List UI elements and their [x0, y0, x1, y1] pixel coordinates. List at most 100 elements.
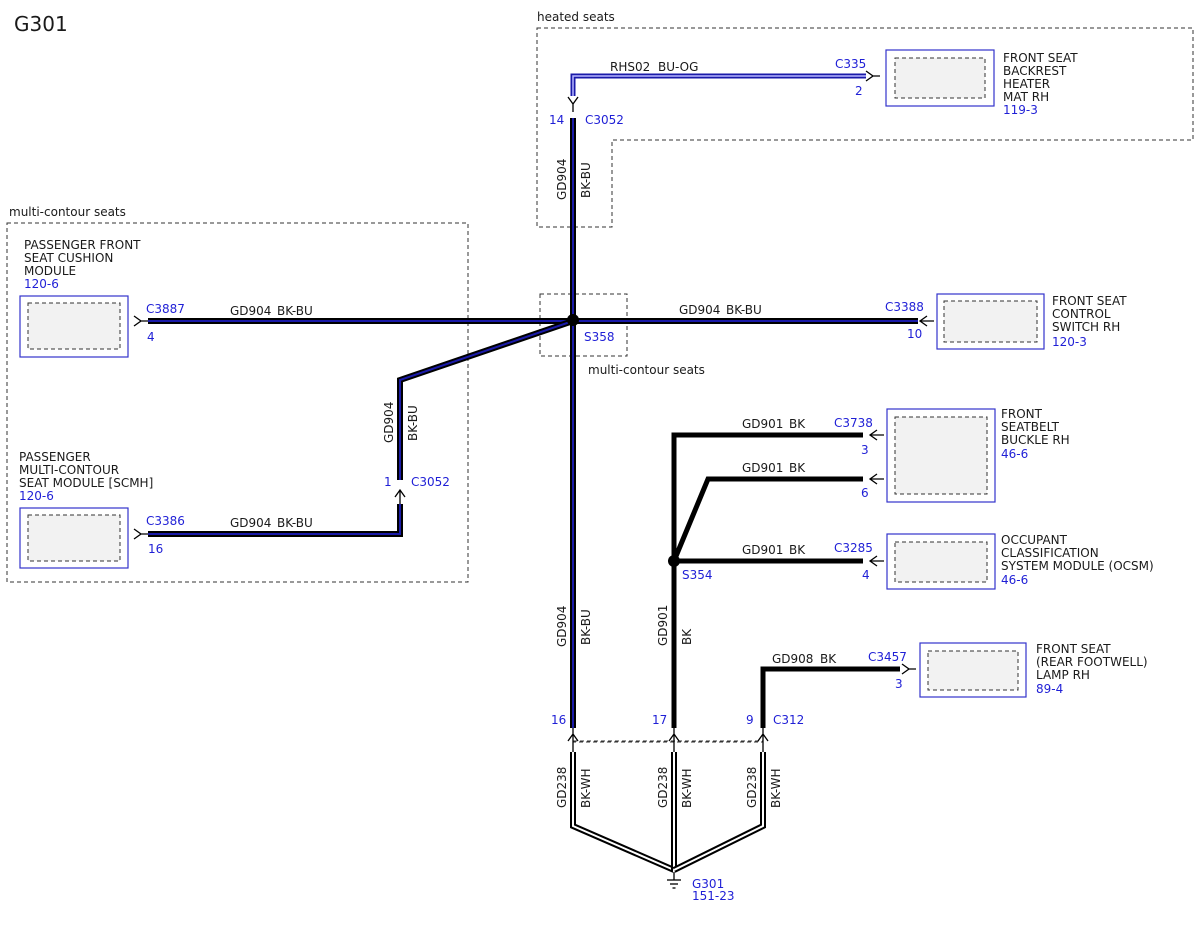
pin-arrow-icon [901, 663, 916, 675]
pin-arrow-icon [868, 473, 884, 485]
wire-label-rhs02: RHS02 BU-OG [610, 60, 698, 74]
svg-text:BK-WH: BK-WH [680, 768, 694, 808]
connector-c3285: C3285 [834, 541, 873, 555]
svg-text:GD908: GD908 [772, 652, 813, 666]
wire-label-gd238-right: GD238 BK-WH [745, 767, 783, 808]
svg-text:GD901: GD901 [742, 543, 783, 557]
pin-c3285: 4 [862, 568, 870, 582]
pin-arrow-icon [567, 728, 579, 752]
connector-c3052-left: C3052 [411, 475, 450, 489]
svg-text:SYSTEM MODULE (OCSM): SYSTEM MODULE (OCSM) [1001, 559, 1154, 573]
ground-icon [667, 872, 681, 889]
pin-arrow-icon [868, 555, 884, 567]
svg-text:BK: BK [789, 543, 806, 557]
svg-text:BUCKLE RH: BUCKLE RH [1001, 433, 1070, 447]
svg-text:MAT RH: MAT RH [1003, 90, 1049, 104]
cushion-module-box[interactable] [19, 295, 129, 358]
ground-g301-ref: 151-23 [692, 889, 735, 903]
svg-text:FRONT SEAT: FRONT SEAT [1003, 51, 1078, 65]
seatbelt-buckle-label: FRONT SEATBELT BUCKLE RH 46-6 [1001, 407, 1070, 461]
svg-text:BK: BK [680, 628, 694, 645]
pin-c3388: 10 [907, 327, 922, 341]
wire-label-gd901-vertical: GD901 BK [656, 605, 694, 646]
pin-c335: 2 [855, 84, 863, 98]
svg-text:BU-OG: BU-OG [658, 60, 698, 74]
connector-c3386: C3386 [146, 514, 185, 528]
svg-text:BK-BU: BK-BU [579, 162, 593, 198]
pin-arrow-icon [865, 70, 880, 82]
ocsm-label: OCCUPANT CLASSIFICATION SYSTEM MODULE (O… [1001, 533, 1154, 587]
splice-frame [539, 293, 628, 357]
control-switch-box[interactable] [936, 293, 1045, 350]
footwell-lamp-ref: 89-4 [1036, 682, 1063, 696]
svg-text:LAMP RH: LAMP RH [1036, 668, 1090, 682]
backrest-heater-label: FRONT SEAT BACKREST HEATER MAT RH 119-3 [1003, 51, 1078, 117]
control-switch-label: FRONT SEAT CONTROL SWITCH RH 120-3 [1052, 294, 1127, 349]
svg-text:BK-WH: BK-WH [579, 768, 593, 808]
wire-label-gd901-buckle-6: GD901 BK [742, 461, 806, 475]
svg-text:SEAT CUSHION: SEAT CUSHION [24, 251, 113, 265]
svg-text:BK-BU: BK-BU [277, 304, 313, 318]
backrest-heater-box[interactable] [885, 49, 995, 107]
heated-seats-label: heated seats [537, 10, 615, 24]
wire-label-gd238-left: GD238 BK-WH [555, 767, 593, 808]
ground-g301-label: G301 [692, 877, 724, 891]
svg-text:FRONT SEAT: FRONT SEAT [1052, 294, 1127, 308]
svg-text:SWITCH RH: SWITCH RH [1052, 320, 1120, 334]
svg-text:SEAT MODULE [SCMH]: SEAT MODULE [SCMH] [19, 476, 153, 490]
multi-contour-frame [6, 222, 469, 583]
wire-label-gd904-scmh: GD904 BK-BU [230, 516, 313, 530]
pin-arrow-icon [567, 96, 579, 112]
pin-arrow-icon [918, 315, 934, 327]
cushion-module-label: PASSENGER FRONT SEAT CUSHION MODULE 120-… [24, 238, 141, 291]
connector-c3887: C3887 [146, 302, 185, 316]
scmh-box[interactable] [19, 507, 129, 569]
svg-text:BACKREST: BACKREST [1003, 64, 1067, 78]
splice-s354-label: S354 [682, 568, 713, 582]
svg-text:FRONT SEAT: FRONT SEAT [1036, 642, 1111, 656]
seatbelt-buckle-box[interactable] [886, 408, 996, 503]
svg-text:RHS02: RHS02 [610, 60, 650, 74]
svg-text:BK-BU: BK-BU [277, 516, 313, 530]
wire-label-gd901-ocsm: GD901 BK [742, 543, 806, 557]
wire-label-gd904-switch: GD904 BK-BU [679, 303, 762, 317]
pin-arrow-icon [133, 528, 148, 540]
splice-s358-label: S358 [584, 330, 615, 344]
wire-label-gd238-center: GD238 BK-WH [656, 767, 694, 808]
scmh-label: PASSENGER MULTI-CONTOUR SEAT MODULE [SCM… [19, 450, 153, 503]
svg-text:GD904: GD904 [230, 304, 271, 318]
connector-c312: C312 [773, 713, 804, 727]
svg-text:GD238: GD238 [555, 767, 569, 808]
svg-text:BK-WH: BK-WH [769, 768, 783, 808]
diagram-title: G301 [14, 12, 68, 36]
wire-label-gd904-bottom: GD904 BK-BU [555, 606, 593, 647]
svg-text:GD901: GD901 [742, 461, 783, 475]
connector-c335: C335 [835, 57, 866, 71]
pin-c3457: 3 [895, 677, 903, 691]
wire-label-gd904-left: GD904 BK-BU [382, 402, 420, 443]
pin-c3386: 16 [148, 542, 163, 556]
pin-c312-16: 16 [551, 713, 566, 727]
wire-label-gd908: GD908 BK [772, 652, 837, 666]
cushion-module-ref: 120-6 [24, 277, 59, 291]
svg-text:SEATBELT: SEATBELT [1001, 420, 1060, 434]
connector-c3052-top: C3052 [585, 113, 624, 127]
pin-arrow-icon [133, 315, 148, 327]
multi-contour-splice-label: multi-contour seats [588, 363, 705, 377]
pin-c3887: 4 [147, 330, 155, 344]
footwell-lamp-box[interactable] [919, 642, 1027, 698]
ocsm-box[interactable] [886, 533, 996, 590]
c312-dashed-link [572, 740, 764, 743]
pin-c3052-left: 1 [384, 475, 392, 489]
pin-arrow-icon [668, 728, 680, 752]
svg-text:CLASSIFICATION: CLASSIFICATION [1001, 546, 1099, 560]
pin-arrow-icon [868, 429, 884, 441]
splice-s354-dot [668, 555, 680, 567]
pin-c312-9: 9 [746, 713, 754, 727]
svg-text:MODULE: MODULE [24, 264, 76, 278]
wire-gd901-buckle-6 [671, 476, 863, 562]
wire-gd901-buckle-3 [671, 432, 863, 728]
svg-text:BK-BU: BK-BU [579, 609, 593, 645]
wire-gd904-diagonal [397, 318, 574, 480]
svg-text:BK-BU: BK-BU [406, 405, 420, 441]
